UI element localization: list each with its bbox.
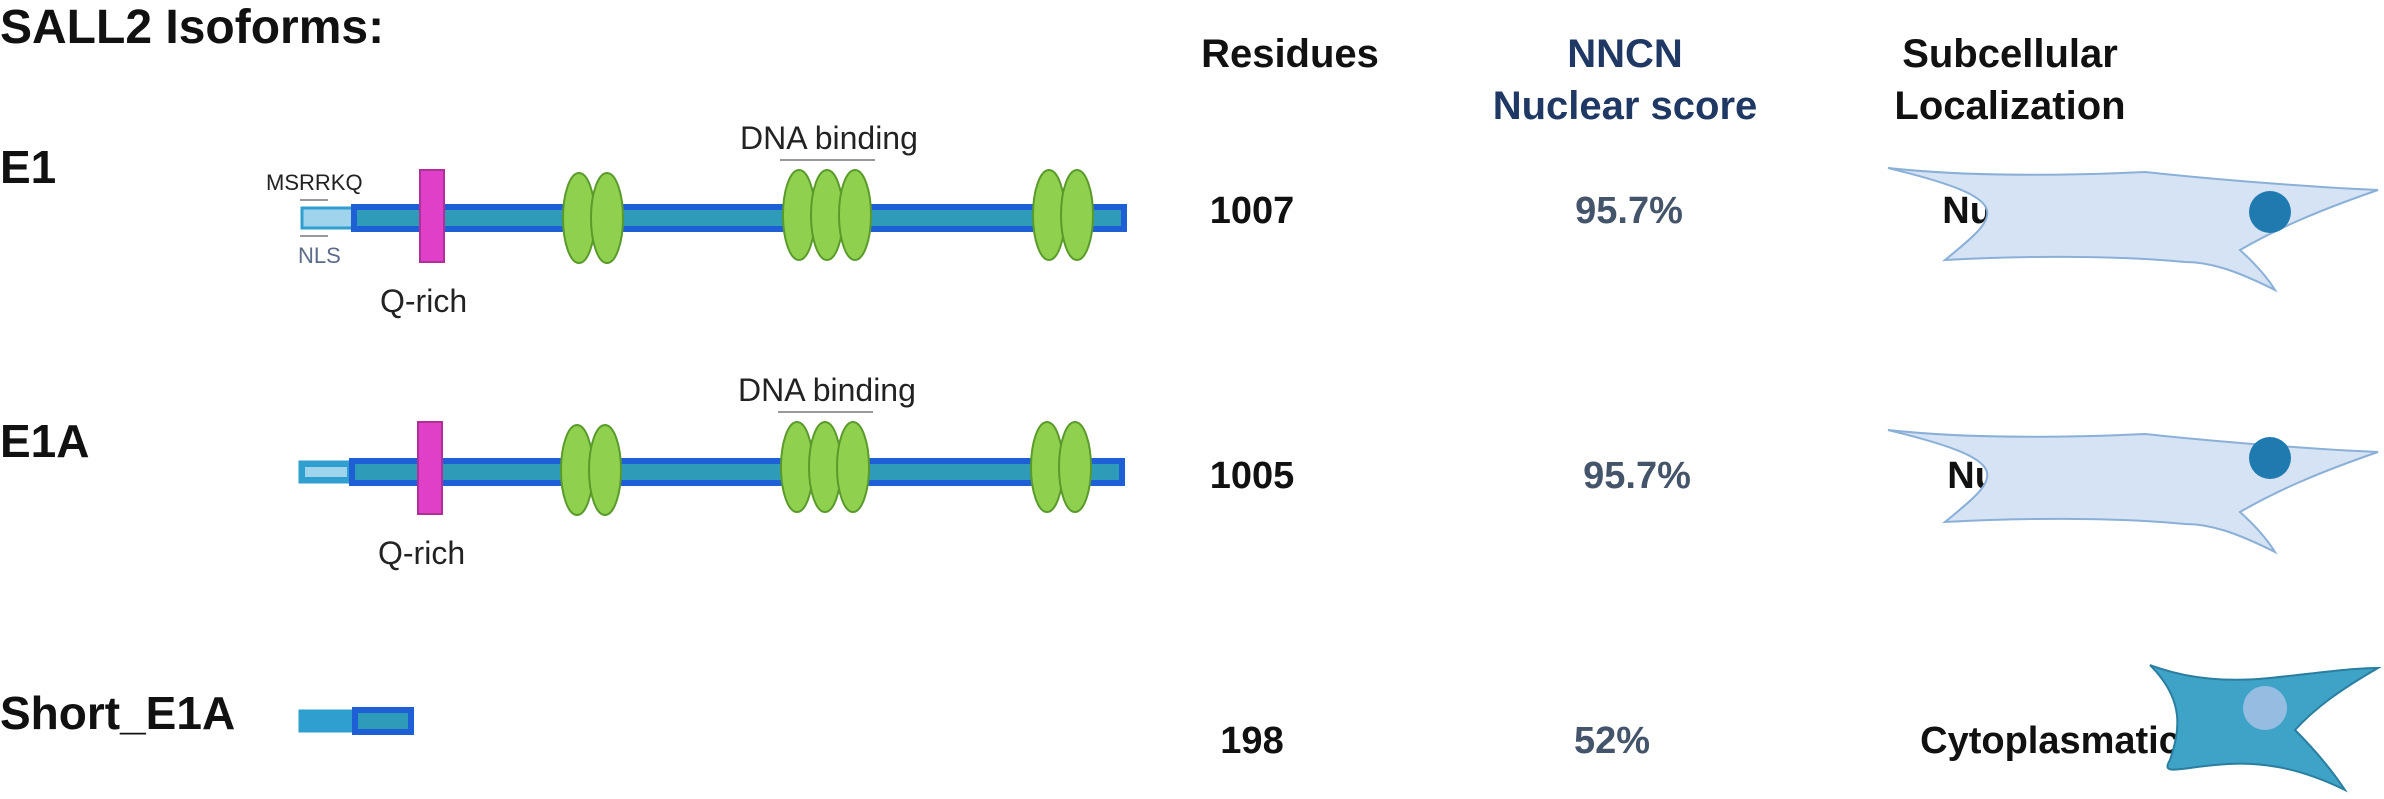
isoform-name-short-e1a: Short_E1A — [0, 687, 236, 739]
protein-e1 — [300, 159, 1127, 264]
header-loc-line2: Localization — [1894, 84, 2126, 128]
score-e1: 95.7% — [1575, 190, 1683, 232]
cell-icon-short-e1a — [2149, 664, 2382, 793]
protein-e1a — [298, 411, 1125, 516]
header-nuclear-score: NNCN Nuclear score — [1455, 28, 1795, 132]
e1-n-terminus — [300, 206, 356, 230]
e1a-n-terminus-inner — [305, 467, 347, 477]
cell-icon-e1a — [1887, 429, 2379, 555]
short-e1a-protein-bar — [352, 707, 414, 735]
nls-label: NLS — [298, 243, 341, 268]
cell-nucleus — [2243, 686, 2287, 730]
header-residues-label: Residues — [1201, 32, 1379, 76]
e1a-zinc-fingers — [560, 421, 1092, 516]
cell-nucleus — [2249, 437, 2291, 479]
localization-short-e1a: Cytoplasmatic — [1920, 720, 2180, 762]
zinc-finger — [836, 421, 870, 513]
cell-body — [1887, 167, 2379, 293]
protein-short-e1a — [298, 707, 414, 735]
e1-zinc-fingers — [562, 169, 1094, 264]
header-score-line1: NNCN — [1567, 32, 1683, 76]
cell-icon-e1 — [1887, 167, 2379, 293]
residues-short-e1a: 198 — [1220, 720, 1284, 762]
zinc-finger — [1058, 421, 1092, 513]
motif-label: MSRRKQ — [266, 170, 363, 195]
residues-e1: 1007 — [1209, 190, 1295, 232]
isoform-name-e1: E1 — [0, 141, 57, 193]
zinc-finger — [588, 424, 622, 516]
header-score-line2: Nuclear score — [1492, 84, 1758, 128]
zinc-finger — [590, 172, 624, 264]
score-short-e1a: 52% — [1573, 720, 1651, 762]
zinc-finger — [838, 169, 872, 261]
header-loc-line1: Subcellular — [1902, 32, 2118, 76]
cell-body — [1887, 429, 2379, 555]
header-localization: Subcellular Localization — [1860, 28, 2160, 132]
isoform-name-e1a: E1A — [0, 415, 90, 467]
e1a-protein-bar — [349, 458, 1125, 486]
e1-protein-bar — [351, 204, 1127, 232]
q-rich-label-e1a: Q-rich — [378, 535, 466, 571]
e1a-q-rich-domain — [417, 421, 443, 515]
page-title: SALL2 Isoforms: — [0, 1, 385, 54]
score-e1a: 95.7% — [1583, 455, 1691, 497]
residues-e1a: 1005 — [1209, 455, 1295, 497]
short-e1a-n-terminus — [298, 709, 357, 733]
cell-nucleus — [2249, 191, 2291, 233]
q-rich-label-e1: Q-rich — [380, 283, 468, 319]
zinc-finger — [1060, 169, 1094, 261]
e1-q-rich-domain — [419, 169, 445, 263]
dna-binding-label-e1: DNA binding — [740, 120, 918, 156]
dna-binding-label-e1a: DNA binding — [738, 372, 916, 408]
header-residues: Residues — [1185, 28, 1395, 80]
